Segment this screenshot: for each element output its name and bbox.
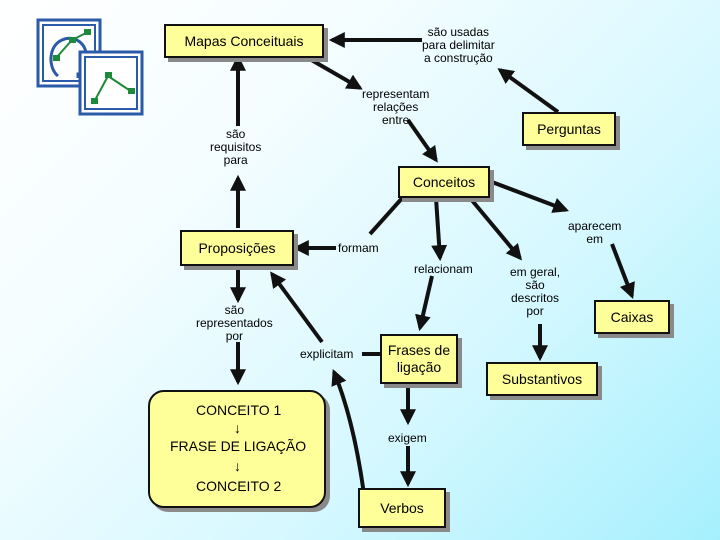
link-explicitam: explicitam bbox=[300, 347, 354, 361]
structure-linking-phrase: FRASE DE LIGAÇÃO bbox=[170, 438, 307, 454]
arrow-explicitam-to-proposicoes bbox=[270, 271, 324, 344]
arrow-perguntas-to-sao-usadas bbox=[497, 68, 560, 114]
node-perguntas: Perguntas bbox=[522, 112, 616, 146]
structure-arrow-2: ↓ bbox=[234, 458, 241, 474]
arrow-relacionam-to-frases bbox=[415, 275, 434, 332]
link-exigem: exigem bbox=[388, 431, 427, 445]
node-mapas-conceituais: Mapas Conceituais bbox=[164, 24, 324, 58]
arrow-aparecem-to-caixas bbox=[610, 243, 635, 299]
link-formam: formam bbox=[338, 241, 379, 255]
structure-concept-1: CONCEITO 1 bbox=[196, 402, 282, 418]
concept-map-logo-icon bbox=[36, 18, 144, 116]
node-verbos: Verbos bbox=[358, 488, 446, 528]
arrow-mapas-to-representam bbox=[307, 56, 363, 90]
structure-concept-2: CONCEITO 2 bbox=[196, 478, 282, 494]
proposition-structure-box: CONCEITO 1 ↓ FRASE DE LIGAÇÃO ↓ CONCEITO… bbox=[148, 390, 326, 508]
node-proposicoes: Proposições bbox=[180, 230, 294, 266]
arrow-conceitos-to-aparecem bbox=[491, 180, 569, 213]
node-frases-de-ligacao: Frases de ligação bbox=[380, 334, 458, 384]
node-conceitos: Conceitos bbox=[398, 166, 490, 198]
frases-line-1: Frases de bbox=[387, 342, 451, 358]
link-relacionam: relacionam bbox=[414, 262, 473, 276]
arrow-conceitos-to-formam bbox=[368, 194, 406, 236]
frases-line-2: ligação bbox=[396, 359, 442, 375]
node-substantivos: Substantivos bbox=[486, 362, 598, 396]
arrow-conceitos-to-relacionam bbox=[431, 197, 448, 262]
arrow-representam-to-conceitos bbox=[406, 118, 438, 163]
arrow-conceitos-to-em-geral bbox=[468, 196, 523, 261]
node-caixas: Caixas bbox=[594, 300, 670, 334]
structure-arrow-1: ↓ bbox=[234, 420, 241, 436]
